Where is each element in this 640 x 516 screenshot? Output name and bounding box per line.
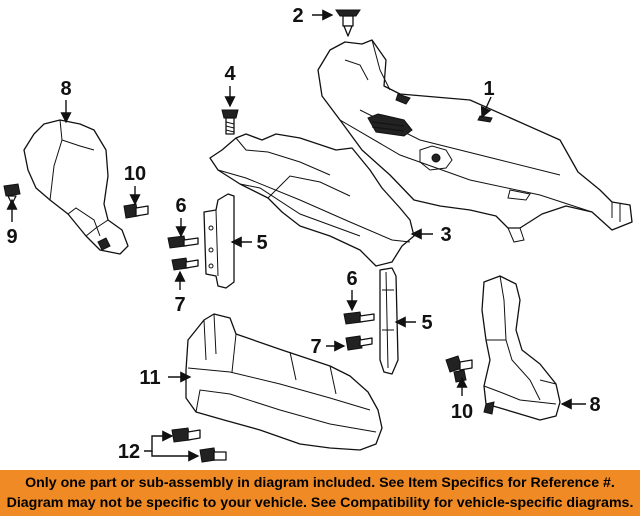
parts-diagram: 1 2 3 4 5 5 6 6 7 7 8 8 9 10 10 11 12 <box>3 5 633 463</box>
part-10-push-pin-left <box>123 203 149 219</box>
callout-5-right: 5 <box>421 312 432 334</box>
part-4-bolt <box>221 109 239 135</box>
callout-11: 11 <box>139 367 160 389</box>
part-7-bolt-right <box>345 335 373 351</box>
callout-7-left: 7 <box>174 294 185 316</box>
part-2-push-pin <box>335 9 361 37</box>
callout-1: 1 <box>483 78 494 100</box>
part-8-air-guide-right <box>481 275 561 421</box>
callout-labels: 1 2 3 4 5 5 6 6 7 7 8 8 9 10 10 11 12 <box>6 5 600 463</box>
callout-8-left: 8 <box>60 78 71 100</box>
leader-lines <box>6 9 586 462</box>
callout-12: 12 <box>118 441 140 463</box>
part-12-fastener-upper <box>171 427 201 443</box>
callout-3: 3 <box>440 224 451 246</box>
part-12-fastener-lower <box>199 447 227 463</box>
disclaimer-line-1: Only one part or sub-assembly in diagram… <box>25 475 615 491</box>
callout-6-left: 6 <box>175 195 186 217</box>
callout-8-right: 8 <box>589 394 600 416</box>
part-5-side-bracket-left <box>203 193 235 289</box>
callout-4: 4 <box>224 63 236 85</box>
part-7-bolt-left <box>171 257 199 271</box>
callout-10-left: 10 <box>124 163 146 185</box>
part-8-air-guide-left <box>23 119 129 255</box>
callout-6-right: 6 <box>346 268 357 290</box>
callout-10-right: 10 <box>451 401 473 423</box>
disclaimer-banner: Only one part or sub-assembly in diagram… <box>0 470 640 516</box>
part-11-lower-support <box>185 313 383 451</box>
callout-5-left: 5 <box>256 232 267 254</box>
callout-7-right: 7 <box>310 336 321 358</box>
part-1-sight-shield <box>317 39 633 243</box>
part-6-bolt-left <box>167 235 199 249</box>
callout-2: 2 <box>292 5 303 27</box>
part-10-push-pin-right <box>445 355 473 383</box>
callout-9: 9 <box>6 226 17 248</box>
part-5-side-bracket-right <box>379 267 399 375</box>
part-6-bolt-right <box>343 311 375 325</box>
disclaimer-line-2: Diagram may not be specific to your vehi… <box>6 495 634 511</box>
